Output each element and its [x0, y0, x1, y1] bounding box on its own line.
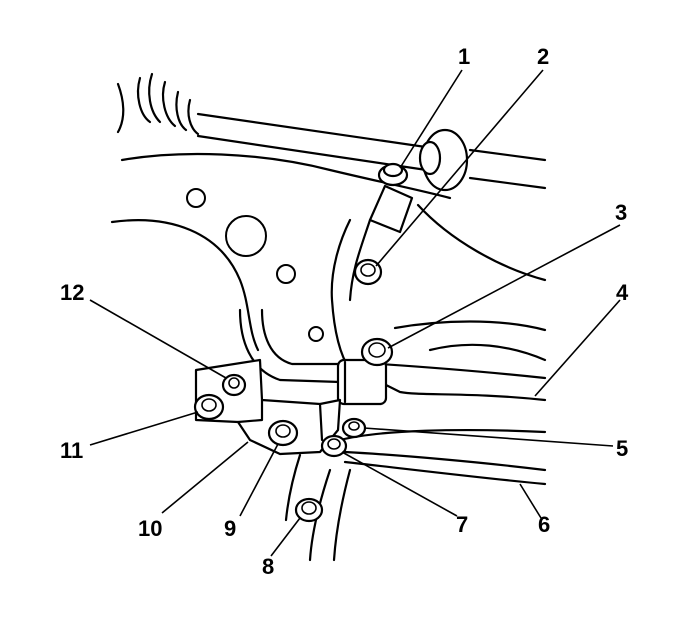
callout-2: 2 [537, 44, 549, 69]
bolt-9 [267, 419, 299, 447]
callout-1: 1 [458, 44, 470, 69]
rod-clamp [336, 358, 388, 406]
bolt-1 [377, 162, 409, 187]
callout-3: 3 [615, 200, 627, 225]
arm-holes [186, 188, 324, 342]
callout-6: 6 [538, 512, 550, 537]
callout-9: 9 [224, 516, 236, 541]
callout-11: 11 [60, 438, 83, 463]
axle-boot [116, 72, 200, 136]
callout-10: 10 [138, 516, 162, 541]
bolt-11 [193, 393, 225, 421]
callout-5: 5 [616, 436, 628, 461]
front-bushing [418, 128, 469, 192]
stabilizer-rod [238, 308, 547, 402]
leader-lines [89, 69, 621, 557]
axle-shaft [196, 112, 547, 190]
callout-12: 12 [60, 280, 84, 305]
bolt-7 [320, 434, 348, 458]
bolt-12 [221, 373, 247, 397]
bolt-5 [341, 417, 367, 439]
callout-4: 4 [616, 280, 629, 305]
bolt-3 [360, 337, 394, 367]
mounting-bracket [348, 184, 414, 302]
callout-8: 8 [262, 554, 274, 579]
bolt-2 [353, 258, 383, 286]
control-arm-outline [110, 152, 547, 372]
callout-7: 7 [456, 512, 468, 537]
bolt-8 [294, 497, 324, 523]
